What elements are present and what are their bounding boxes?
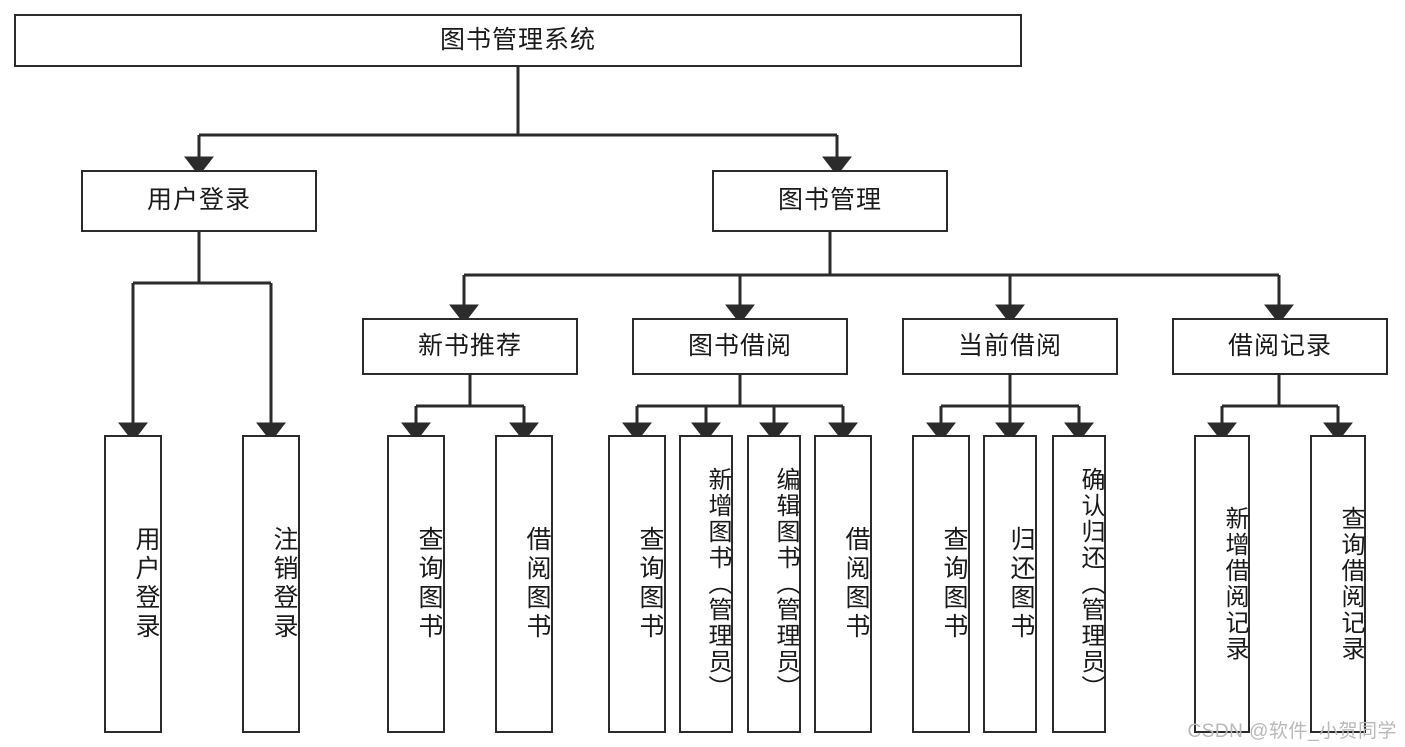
node-user-login[interactable]: 用户登录: [81, 170, 317, 232]
leaf-query-book-current[interactable]: 查询图书: [912, 435, 970, 733]
node-label: 归还图书: [1007, 526, 1035, 642]
node-label: 图书借阅: [687, 331, 792, 360]
node-label: 借阅记录: [1227, 331, 1332, 360]
leaf-edit-book-admin[interactable]: 编辑图书（管理员）: [747, 435, 801, 733]
leaf-add-book-admin[interactable]: 新增图书（管理员）: [679, 435, 733, 733]
csdn-watermark: CSDN @软件_小贺同学: [1187, 721, 1397, 742]
node-label: 新增图书（管理员）: [704, 467, 731, 701]
leaf-add-borrowing-record[interactable]: 新增借阅记录: [1194, 435, 1250, 733]
node-book-management[interactable]: 图书管理: [712, 170, 948, 232]
node-label: 用户登录: [146, 186, 251, 215]
node-book-borrowing[interactable]: 图书借阅: [632, 318, 848, 375]
leaf-return-book[interactable]: 归还图书: [983, 435, 1037, 733]
leaf-borrow-book-borrowing[interactable]: 借阅图书: [814, 435, 872, 733]
node-label: 用户登录: [132, 526, 160, 642]
node-label: 查询图书: [415, 526, 443, 642]
node-label: 注销登录: [270, 526, 298, 642]
node-label: 借阅图书: [523, 526, 551, 642]
node-root-book-management-system[interactable]: 图书管理系统: [14, 14, 1022, 67]
node-label: 当前借阅: [957, 331, 1062, 360]
leaf-borrow-book-recommendation[interactable]: 借阅图书: [495, 435, 553, 733]
leaf-query-book-recommendation[interactable]: 查询图书: [387, 435, 445, 733]
leaf-user-login[interactable]: 用户登录: [104, 435, 162, 733]
node-label: 查询图书: [940, 526, 968, 642]
leaf-logout-login[interactable]: 注销登录: [242, 435, 300, 733]
leaf-query-borrowing-record[interactable]: 查询借阅记录: [1310, 435, 1366, 733]
node-label: 图书管理: [777, 186, 882, 215]
node-label: 借阅图书: [842, 526, 870, 642]
node-label: 图书管理系统: [439, 25, 596, 54]
node-borrowing-record[interactable]: 借阅记录: [1172, 318, 1388, 375]
node-label: 新增借阅记录: [1221, 506, 1248, 662]
node-label: 查询图书: [636, 526, 664, 642]
node-label: 确认归还（管理员）: [1077, 467, 1104, 701]
leaf-confirm-return-admin[interactable]: 确认归还（管理员）: [1052, 435, 1106, 733]
node-current-borrowing[interactable]: 当前借阅: [902, 318, 1118, 375]
node-new-book-recommendation[interactable]: 新书推荐: [362, 318, 578, 375]
node-label: 编辑图书（管理员）: [772, 467, 799, 701]
node-label: 查询借阅记录: [1337, 506, 1364, 662]
leaf-query-book-borrowing[interactable]: 查询图书: [608, 435, 666, 733]
node-label: 新书推荐: [417, 331, 522, 360]
